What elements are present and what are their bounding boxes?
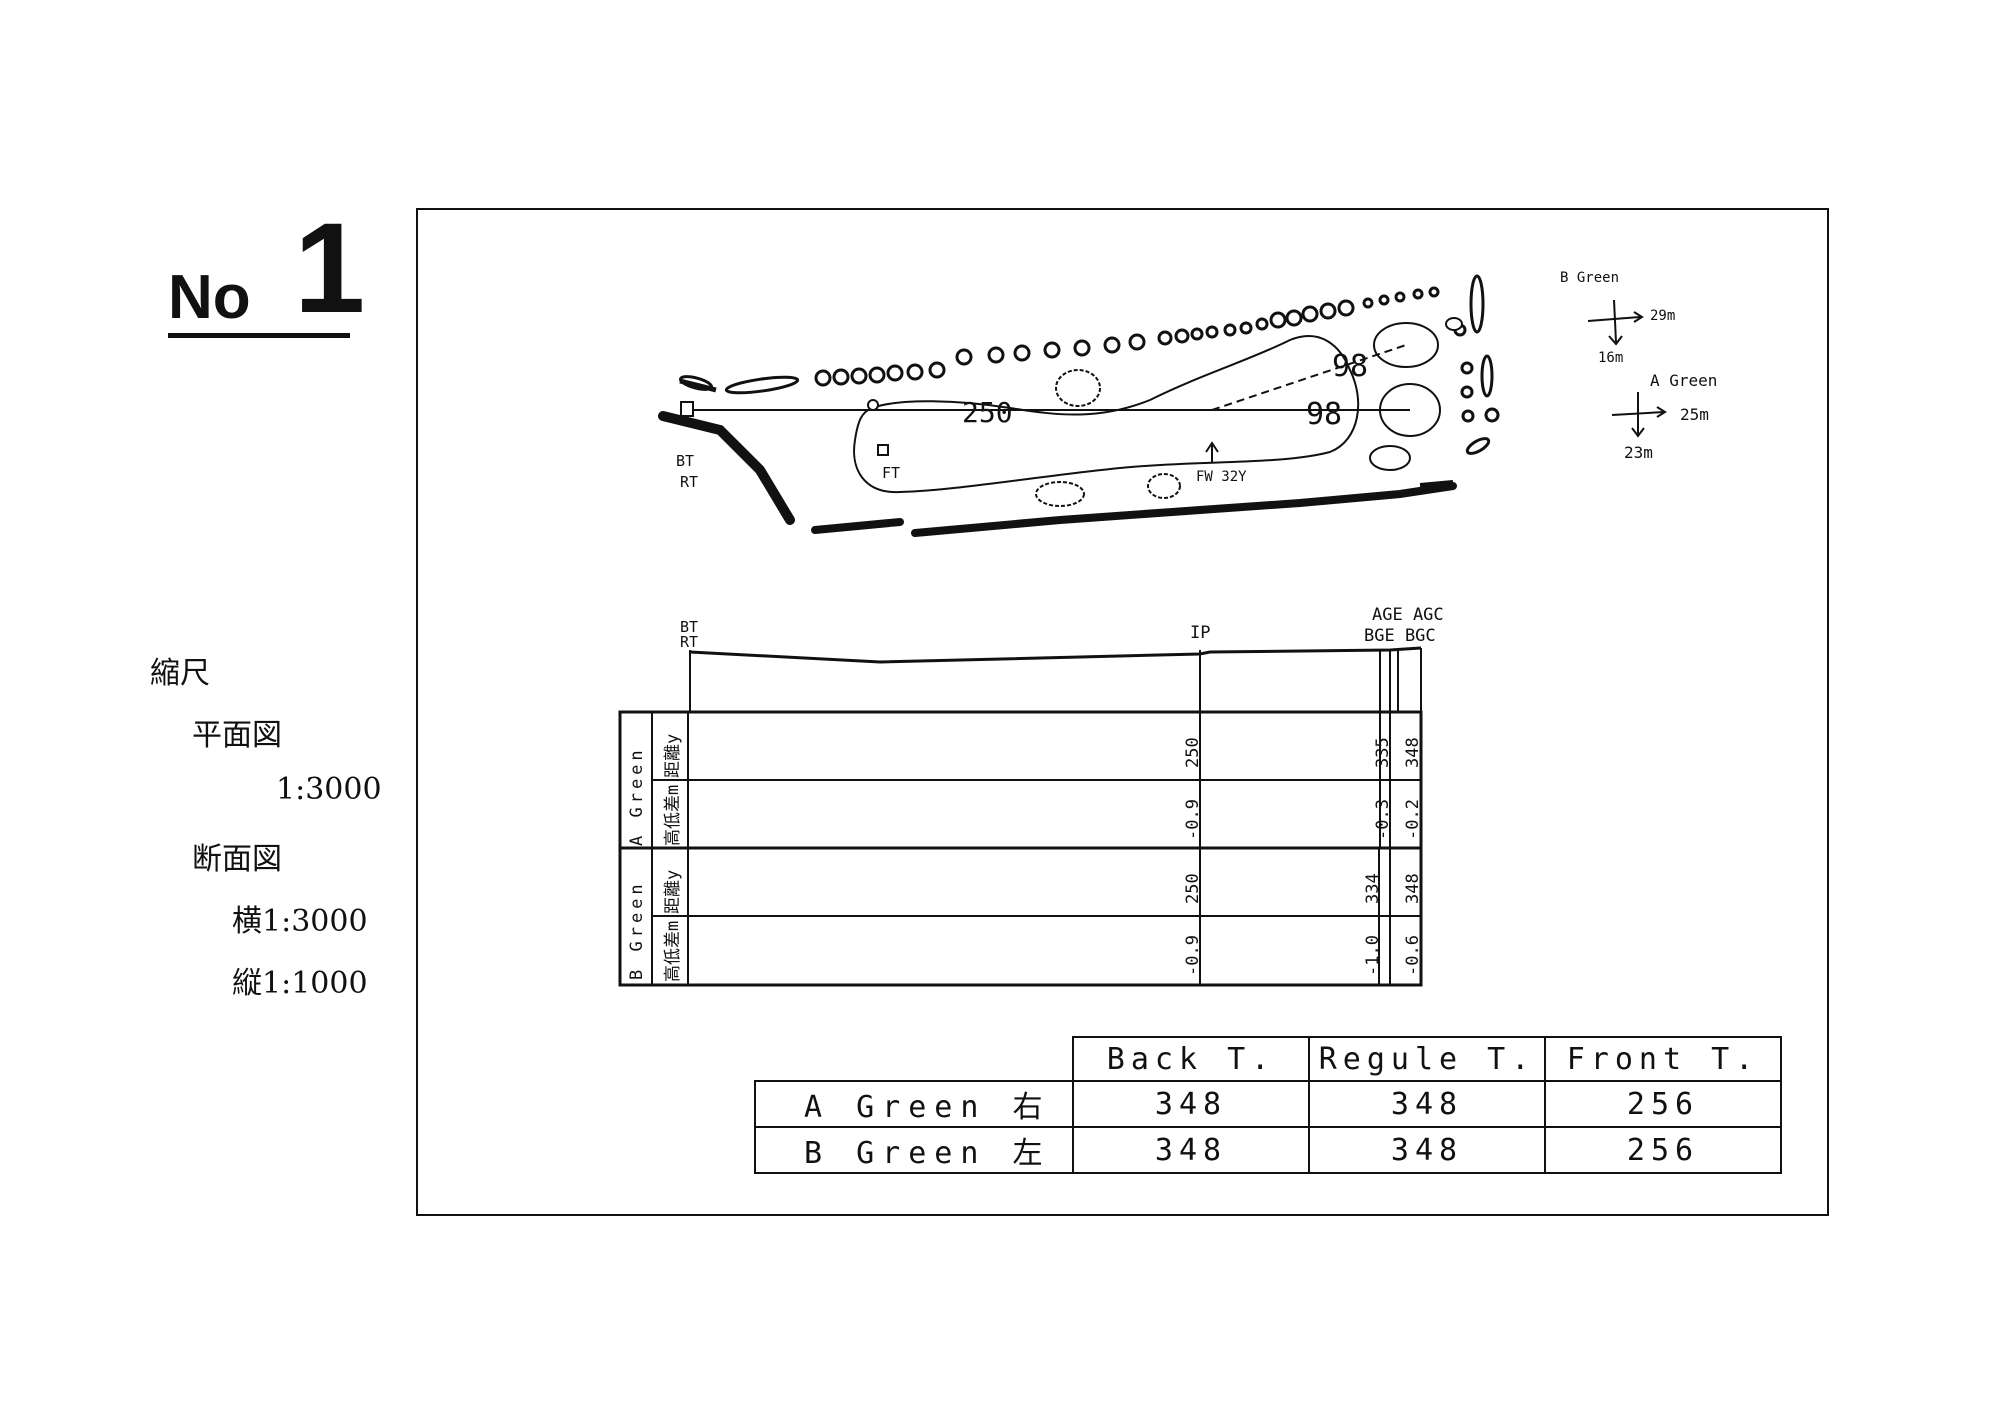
tree-line-top <box>678 274 1485 395</box>
yardage-row-b-green: B Green 左 348 348 256 <box>754 1126 1782 1174</box>
b-distance-front: 334 <box>1363 873 1383 904</box>
header-back-tee: Back T. <box>1072 1036 1310 1082</box>
plan-dist-ip: 250 <box>962 396 1013 429</box>
b-green-regular: 348 <box>1308 1126 1546 1174</box>
b-green-front: 256 <box>1544 1126 1782 1174</box>
plan-labels: 250 98 98 BT RT FT FW 32Y <box>676 349 1368 491</box>
bunker-fairway-bottom-2 <box>1147 473 1181 499</box>
plan-ft-label: FT <box>882 464 900 482</box>
b-distance-ip: 250 <box>1183 873 1203 904</box>
tee-marker <box>867 399 879 411</box>
a-green-back: 348 <box>1072 1080 1310 1128</box>
profile-green-top: AGE AGC <box>1372 605 1444 625</box>
green-b <box>1373 322 1439 368</box>
bunker-green-right <box>1445 317 1463 331</box>
b-green-dim-depth: 16m <box>1598 350 1623 366</box>
profile-b-elevation-label: 高低差m <box>663 921 683 982</box>
a-green-dim-title: A Green <box>1650 371 1717 390</box>
section-vertical-scale: 縦1:1000 <box>232 966 368 1001</box>
profile-a-distance-label: 距離y <box>663 734 683 778</box>
fairway-outline <box>853 335 1360 494</box>
yardage-corner <box>755 1037 1074 1082</box>
hole-number: 1 <box>294 197 366 340</box>
bunker-fairway-bottom-1 <box>1035 481 1085 507</box>
drawing-frame <box>416 208 1829 1216</box>
plan-tee-label-rt: RT <box>680 473 698 491</box>
profile-b-distance-label: 距離y <box>663 870 683 914</box>
profile-line <box>689 646 1422 664</box>
b-elevation-center: -0.6 <box>1403 935 1423 976</box>
b-elevation-ip: -0.9 <box>1183 935 1203 976</box>
back-tee <box>680 401 694 417</box>
a-elevation-center: -0.2 <box>1403 799 1423 840</box>
plan-fw-label: FW 32Y <box>1196 469 1247 485</box>
a-elevation-front: -0.3 <box>1373 799 1393 840</box>
plan-dist-green-a: 98 <box>1306 397 1342 432</box>
yardage-row-a-green: A Green 右 348 348 256 <box>754 1080 1782 1128</box>
plan-scale-label: 平面図 <box>192 718 282 753</box>
profile-b-group: B Green <box>627 880 647 980</box>
row-label-b-green: B Green 左 <box>754 1126 1074 1174</box>
scale-title: 縮尺 <box>150 656 210 691</box>
a-green-dim-depth: 23m <box>1624 443 1653 462</box>
a-green-dim-across: 25m <box>1680 405 1709 424</box>
a-green-dims <box>1611 392 1667 438</box>
title-underline <box>168 333 350 338</box>
profile-tee-rt: RT <box>680 633 698 651</box>
yardage-table: Back T. Regule T. Front T. A Green 右 348… <box>754 1036 1782 1174</box>
tree-line-bottom-right <box>1419 480 1454 487</box>
profile-ip-label: IP <box>1190 623 1210 643</box>
row-label-a-green: A Green 右 <box>754 1080 1074 1128</box>
a-distance-center: 348 <box>1403 737 1423 768</box>
center-line-b <box>1211 344 1407 411</box>
b-green-dims <box>1587 299 1644 346</box>
b-distance-center: 348 <box>1403 873 1423 904</box>
tree-line-left-upper <box>679 378 717 393</box>
header-regular-tee: Regule T. <box>1308 1036 1546 1082</box>
b-green-back: 348 <box>1072 1126 1310 1174</box>
hole-no-label: No <box>168 263 251 332</box>
a-distance-front: 335 <box>1373 737 1393 768</box>
front-tee <box>877 444 889 456</box>
section-horizontal-scale: 横1:3000 <box>232 904 368 939</box>
tree-line-bottom <box>811 482 1457 537</box>
b-green-dim-across: 29m <box>1650 308 1675 324</box>
profile-a-group: A Green <box>627 746 647 846</box>
profile-tee-bt: BT <box>680 618 698 636</box>
profile-green-bottom: BGE BGC <box>1364 626 1436 646</box>
plan-tee-label-bt: BT <box>676 452 694 470</box>
a-green-front: 256 <box>1544 1080 1782 1128</box>
yardage-header-row: Back T. Regule T. Front T. <box>755 1036 1782 1082</box>
header-front-tee: Front T. <box>1544 1036 1782 1082</box>
b-green-dim-title: B Green <box>1560 270 1619 286</box>
tree-line-left-lower <box>658 411 795 525</box>
profile-a-elevation-label: 高低差m <box>663 785 683 846</box>
bunker-green-bottom <box>1369 445 1411 471</box>
tree-line-right <box>1453 323 1500 455</box>
plan-dist-green-b: 98 <box>1332 349 1368 384</box>
section-scale-label: 断面図 <box>192 842 282 877</box>
plan-scale-ratio: 1:3000 <box>276 772 382 807</box>
b-elevation-front: -1.0 <box>1363 935 1383 976</box>
a-green-regular: 348 <box>1308 1080 1546 1128</box>
profile-table <box>618 710 1423 987</box>
a-distance-ip: 250 <box>1183 737 1203 768</box>
a-elevation-ip: -0.9 <box>1183 799 1203 840</box>
bunker-fairway-top <box>1055 369 1101 407</box>
plan-view <box>658 274 1500 537</box>
profile-verticals <box>689 648 1422 985</box>
